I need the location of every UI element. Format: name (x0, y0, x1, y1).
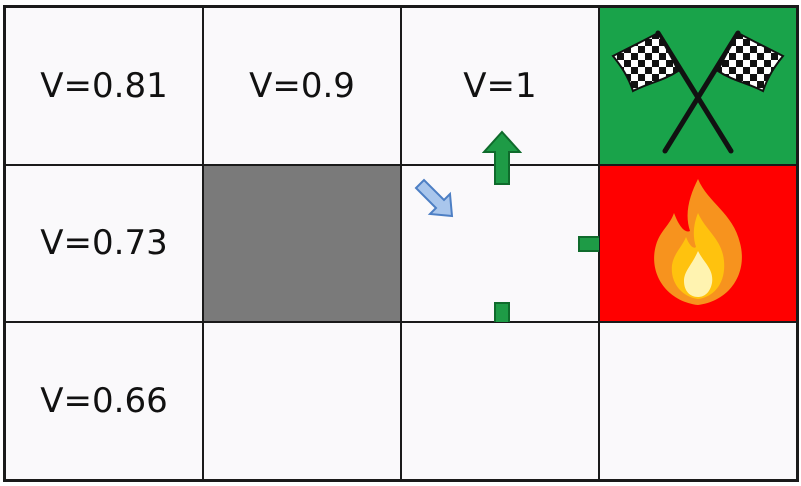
arrow-diagonal-icon (414, 178, 454, 217)
cell-0-1: V=0.9 (203, 7, 401, 165)
state-value: V=0.9 (249, 65, 355, 106)
cell-0-0: V=0.81 (5, 7, 203, 165)
cell-1-0: V=0.73 (5, 164, 203, 323)
cell-2-0: V=0.66 (5, 322, 203, 480)
hazard-cell (599, 164, 797, 323)
fire-icon (654, 179, 742, 306)
cell-1-2 (401, 130, 633, 357)
state-value: V=0.81 (40, 65, 168, 106)
state-value: V=0.66 (40, 381, 168, 422)
gridworld: V=0.81 V=0.9 V=1 V=0.73 (3, 5, 799, 482)
wall-cell (203, 164, 401, 323)
goal-cell (599, 7, 797, 165)
state-value: V=1 (463, 66, 537, 106)
cell-2-2 (401, 322, 599, 480)
checkered-flags-icon (611, 30, 785, 154)
cell-2-3 (599, 322, 797, 480)
cell-2-1 (203, 322, 401, 480)
state-value: V=0.73 (40, 223, 168, 264)
arrow-up-icon (482, 130, 522, 185)
